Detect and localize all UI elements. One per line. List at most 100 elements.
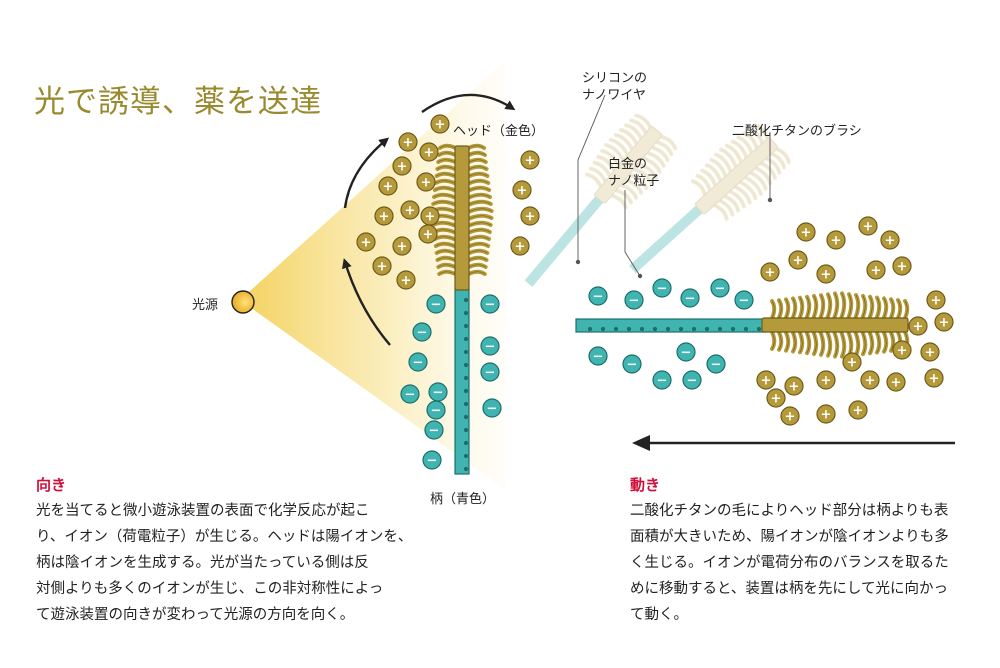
bristle-outline: [717, 192, 739, 211]
positive-ion-icon: +: [924, 368, 944, 388]
svg-text:−: −: [681, 346, 692, 361]
positive-ion-icon: +: [756, 370, 776, 390]
svg-text:+: +: [913, 320, 924, 335]
negative-ion-icon: −: [400, 384, 420, 404]
bristle: [747, 127, 766, 154]
bristle: [606, 186, 633, 205]
svg-text:+: +: [821, 408, 832, 423]
svg-text:+: +: [939, 316, 950, 331]
bristle-outline: [635, 156, 661, 172]
positive-ion-icon: +: [378, 176, 398, 196]
positive-ion-icon: +: [374, 206, 394, 226]
svg-text:−: −: [431, 404, 442, 419]
svg-text:−: −: [485, 366, 496, 381]
svg-text:+: +: [397, 240, 408, 255]
positive-ion-icon: +: [926, 290, 946, 310]
negative-ion-icon: −: [588, 286, 608, 306]
svg-text:+: +: [897, 344, 908, 359]
page-title: 光で誘導、薬を送達: [34, 84, 322, 120]
bristle-outline: [769, 146, 789, 163]
nanoparticle-dot: [463, 440, 469, 446]
svg-text:+: +: [925, 346, 936, 361]
label-silicon-nanowire: シリコンの ナノワイヤ: [582, 70, 647, 104]
svg-text:−: −: [711, 358, 722, 373]
svg-text:−: −: [405, 388, 416, 403]
bristle: [736, 135, 756, 163]
svg-text:+: +: [897, 260, 908, 275]
bristle: [709, 157, 730, 186]
bristle: [628, 159, 658, 180]
bristle: [646, 138, 674, 157]
bristle-outline: [586, 174, 605, 195]
brush-core: [594, 126, 663, 204]
svg-text:+: +: [421, 176, 432, 191]
nanoparticle-dot: [639, 326, 645, 332]
svg-text:+: +: [525, 210, 536, 225]
bristle: [615, 175, 644, 195]
bristle: [624, 165, 654, 186]
bristle-outline: [702, 170, 718, 194]
bristle: [651, 133, 678, 151]
negative-ion-icon: −: [428, 382, 448, 402]
svg-text:+: +: [821, 268, 832, 283]
svg-text:+: +: [515, 240, 526, 255]
svg-text:−: −: [487, 402, 498, 417]
bristle-outline: [692, 180, 708, 203]
leader-line: [624, 190, 641, 277]
bristle-outline: [763, 150, 785, 168]
positive-ion-icon: +: [892, 340, 912, 360]
negative-ion-icon: −: [424, 420, 444, 440]
nanoparticle-dot: [463, 362, 469, 368]
bristle: [751, 158, 777, 180]
swimmer-left-head: [430, 143, 494, 291]
label-platinum-nanoparticle: 白金の ナノ粒子: [608, 156, 659, 190]
bristle: [588, 166, 611, 191]
nanoparticle-dot: [665, 326, 671, 332]
svg-text:+: +: [793, 254, 804, 269]
bristle-outline: [644, 145, 668, 161]
bristle-outline: [617, 177, 642, 193]
bristle-outline: [606, 144, 627, 168]
bristle: [715, 191, 741, 213]
bristle-outline: [626, 125, 645, 146]
bristle-outline: [706, 202, 727, 219]
bristle-outline: [732, 178, 756, 199]
bristle-outline: [711, 159, 728, 184]
negative-ion-icon: −: [622, 354, 642, 374]
label-light-source: 光源: [192, 298, 219, 313]
nanoparticle-dot: [626, 326, 632, 332]
bristle-outline: [620, 129, 641, 152]
bristle-outline: [749, 129, 765, 152]
bristle: [704, 200, 729, 221]
label-platinum-line: 白金の: [608, 157, 648, 172]
motion-line: て動く。: [630, 607, 688, 623]
label-head: ヘッド（金色）: [453, 124, 545, 139]
nanoparticle-dot: [730, 326, 736, 332]
positive-ion-icon: +: [392, 156, 412, 176]
bristle: [604, 143, 629, 170]
bristle: [742, 131, 761, 158]
positive-ion-icon: +: [788, 250, 808, 270]
bristle-outline: [608, 188, 632, 203]
svg-text:+: +: [801, 226, 812, 241]
svg-text:−: −: [413, 356, 424, 371]
negative-ion-icon: −: [408, 352, 428, 372]
svg-text:−: −: [687, 374, 698, 389]
bristle: [709, 195, 735, 217]
negative-ion-icon: −: [588, 346, 608, 366]
nanoparticle-dot: [463, 375, 469, 381]
positive-ion-icon: +: [934, 312, 954, 332]
bristle-outline: [697, 175, 713, 198]
negative-ion-icon: −: [680, 288, 700, 308]
bristle: [613, 132, 638, 159]
positive-ion-icon: +: [842, 352, 862, 372]
bristle: [730, 139, 751, 168]
orientation-line: 光を当てると微小遊泳装置の表面で化学反応が起こ: [36, 503, 370, 519]
svg-text:−: −: [431, 298, 442, 313]
negative-ion-icon: −: [706, 354, 726, 374]
nanoparticle-dot: [691, 326, 697, 332]
negative-ion-icon: −: [682, 370, 702, 390]
positive-ion-icon: +: [886, 372, 906, 392]
bristle: [724, 143, 746, 172]
svg-text:−: −: [739, 294, 750, 309]
